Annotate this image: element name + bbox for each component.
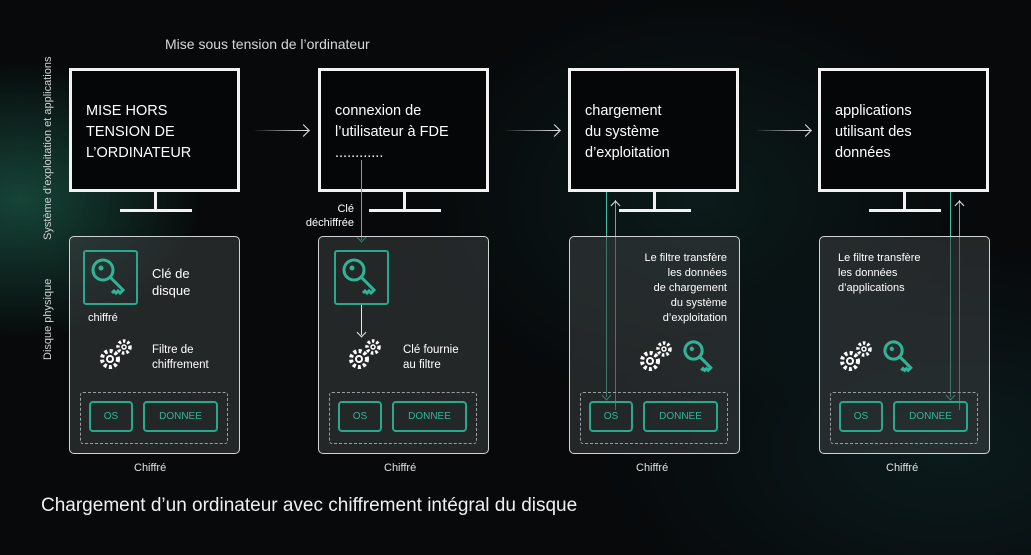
monitor-stage-4: applications utilisant des données (818, 68, 989, 192)
partition-area: OS DONNEE (580, 392, 728, 444)
monitor-text: connexion de l’utilisateur à FDE .......… (335, 103, 449, 161)
os-partition: OS (89, 401, 133, 432)
power-on-caption: Mise sous tension de l’ordinateur (165, 36, 370, 52)
monitor-base (369, 209, 441, 212)
monitor-stand (154, 192, 157, 210)
arrow-up-icon (954, 200, 965, 211)
status-label: Chiffré (636, 462, 669, 474)
flow-arrow-icon (757, 130, 810, 131)
partition-area: OS DONNEE (80, 392, 228, 444)
key-status: chiffré (88, 312, 118, 324)
disk-stage-2: Clé fournie au filtre OS DONNEE (318, 236, 489, 454)
gears-icon (836, 339, 876, 375)
monitor-text: MISE HORS TENSION DE L’ORDINATEUR (86, 103, 192, 161)
disk-key-label: Clé de disque (152, 266, 191, 298)
monitor-stage-3: chargement du système d’exploitation (568, 68, 739, 192)
filter-label: Filtre de chiffrement (152, 344, 209, 371)
flow-arrow-icon (255, 130, 308, 131)
filter-description: Le filtre transfère les données de charg… (644, 252, 727, 324)
flow-arrow-icon (506, 130, 559, 131)
data-partition: DONNEE (893, 401, 968, 432)
monitor-stand (653, 192, 656, 210)
monitor-base (619, 209, 691, 212)
key-box (83, 250, 138, 305)
key-box (334, 250, 389, 305)
disk-stage-1: chiffré Clé de disque Filtre de chiffrem… (69, 236, 240, 454)
data-partition: DONNEE (392, 401, 467, 432)
monitor-text: applications utilisant des données (835, 103, 912, 161)
os-partition: OS (589, 401, 633, 432)
os-apps-side-label: Système d’exploitation et applications (42, 56, 54, 240)
key-icon (678, 335, 722, 379)
os-partition: OS (839, 401, 883, 432)
data-partition: DONNEE (143, 401, 218, 432)
key-icon (878, 335, 922, 379)
monitor-base (869, 209, 941, 212)
status-label: Chiffré (134, 462, 167, 474)
arrow-down-icon (356, 327, 367, 338)
key-icon (342, 258, 377, 296)
monitor-stand (903, 192, 906, 210)
filter-description: Le filtre transfère les données d’applic… (838, 252, 921, 294)
status-label: Chiffré (384, 462, 417, 474)
filter-label: Clé fournie au filtre (403, 344, 459, 371)
monitor-base (120, 209, 192, 212)
data-partition: DONNEE (643, 401, 718, 432)
gears-icon (345, 337, 385, 373)
partition-area: OS DONNEE (830, 392, 978, 444)
status-label: Chiffré (886, 462, 919, 474)
monitor-stand (403, 192, 406, 210)
disk-stage-3: Le filtre transfère les données de charg… (569, 236, 740, 454)
decrypted-key-label: Clé déchiffrée (305, 203, 354, 229)
disk-stage-4: Le filtre transfère les données d’applic… (819, 236, 990, 454)
monitor-stage-2: connexion de l’utilisateur à FDE .......… (318, 68, 489, 192)
key-icon (91, 258, 126, 296)
os-partition: OS (338, 401, 382, 432)
monitor-stage-1: MISE HORS TENSION DE L’ORDINATEUR (69, 68, 240, 192)
gears-icon (100, 339, 132, 369)
partition-area: OS DONNEE (329, 392, 477, 444)
key-to-filter-line (361, 305, 362, 335)
gears-icon (636, 339, 676, 375)
diagram-title: Chargement d’un ordinateur avec chiffrem… (41, 495, 578, 516)
key-transfer-line (361, 160, 362, 240)
monitor-text: chargement du système d’exploitation (585, 103, 670, 161)
physical-disk-side-label: Disque physique (42, 278, 54, 360)
